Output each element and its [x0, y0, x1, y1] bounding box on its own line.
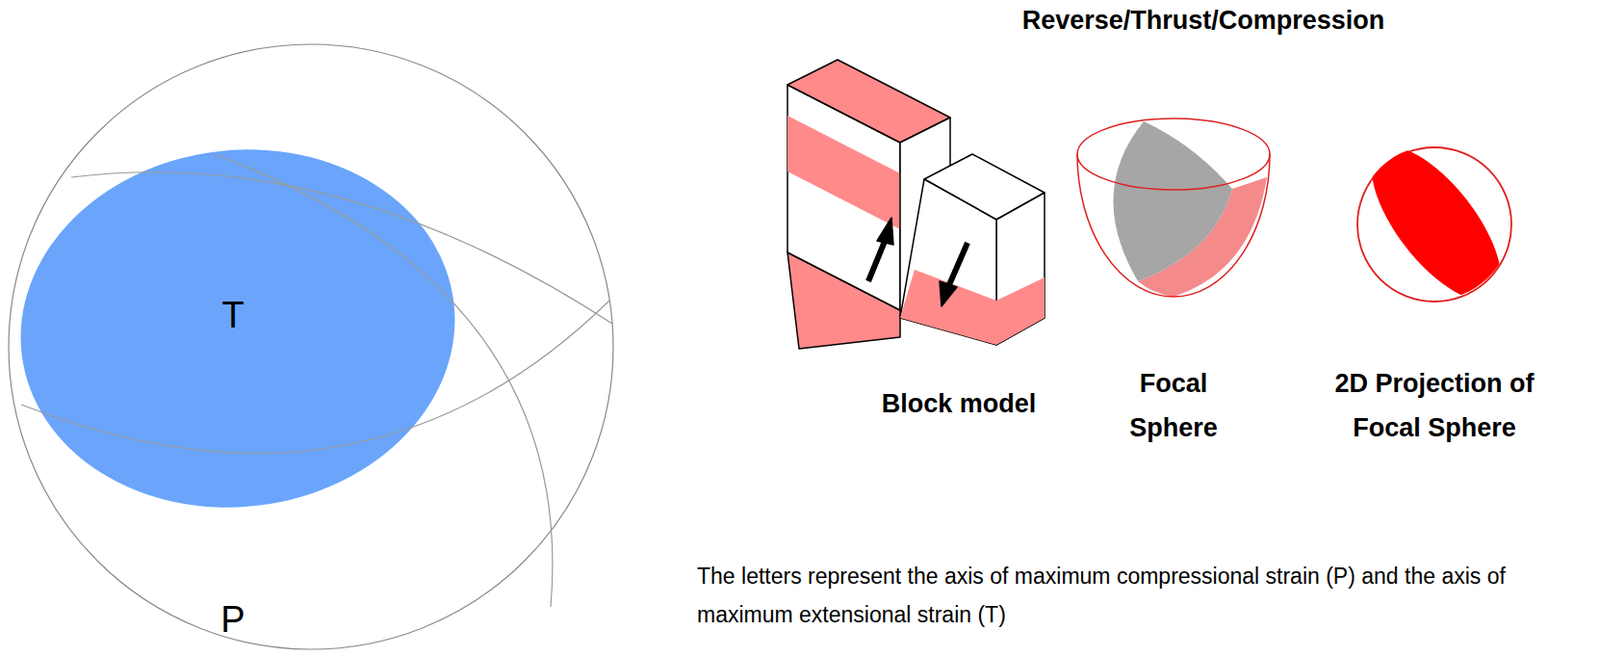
- strain-axis-label: P: [220, 598, 245, 641]
- arrow-head: [877, 217, 894, 245]
- focal-circle: [8, 44, 614, 649]
- arrow-head: [939, 281, 957, 307]
- strain-axis-label: T: [221, 294, 244, 336]
- tension-quadrant: [0, 125, 476, 532]
- caption: The letters represent the axis of maximu…: [696, 556, 1588, 634]
- nodal-plane: [21, 300, 610, 454]
- block-side: [996, 192, 1045, 345]
- hemisphere-rim: [1077, 118, 1270, 190]
- compression-quadrant: [1348, 127, 1523, 321]
- tension-quadrant: [1112, 121, 1233, 282]
- block-face: [900, 179, 997, 345]
- focal-sphere: [1077, 118, 1270, 297]
- hemisphere-outline: [1077, 154, 1270, 297]
- panel-label: Block model: [881, 381, 1037, 426]
- slip-arrow: [868, 238, 886, 282]
- panel-label: Focal Sphere: [1101, 361, 1246, 450]
- beachball: [0, 44, 614, 649]
- projection: [1348, 127, 1523, 321]
- rock-layer: [996, 277, 1045, 345]
- title: Reverse/Thrust/Compression: [1022, 5, 1386, 36]
- auxiliary-plane: [213, 154, 553, 607]
- nodal-plane: [71, 172, 613, 324]
- block-model: [787, 59, 1045, 349]
- panel-label: 2D Projection of Focal Sphere: [1331, 361, 1539, 450]
- slip-arrow: [948, 242, 968, 287]
